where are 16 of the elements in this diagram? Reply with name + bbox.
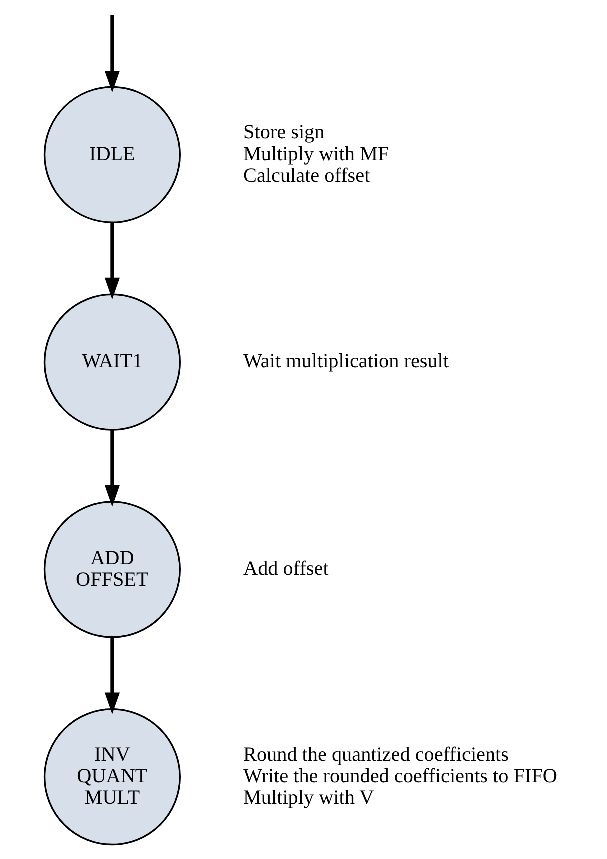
arrow — [104, 15, 120, 93]
arrow — [104, 222, 120, 300]
node-label: Multiply with MF — [243, 143, 389, 166]
node-label: Round the quantized coefficients — [243, 744, 509, 766]
node-label: Add offset — [243, 558, 328, 580]
arrow — [104, 430, 120, 507]
node-label: Multiply with V — [243, 787, 374, 810]
node-label: Wait multiplication result — [243, 350, 449, 373]
arrow — [104, 638, 120, 714]
node-label: Store sign — [243, 122, 324, 144]
node-label: Calculate offset — [243, 164, 370, 187]
node-circle: WAIT1 — [43, 294, 180, 431]
node-circle: INV QUANT MULT — [43, 708, 180, 846]
node-circle: IDLE — [43, 86, 180, 224]
node-label: Write the rounded coefficients to FIFO — [243, 765, 557, 788]
node-circle: ADD OFFSET — [43, 501, 180, 638]
